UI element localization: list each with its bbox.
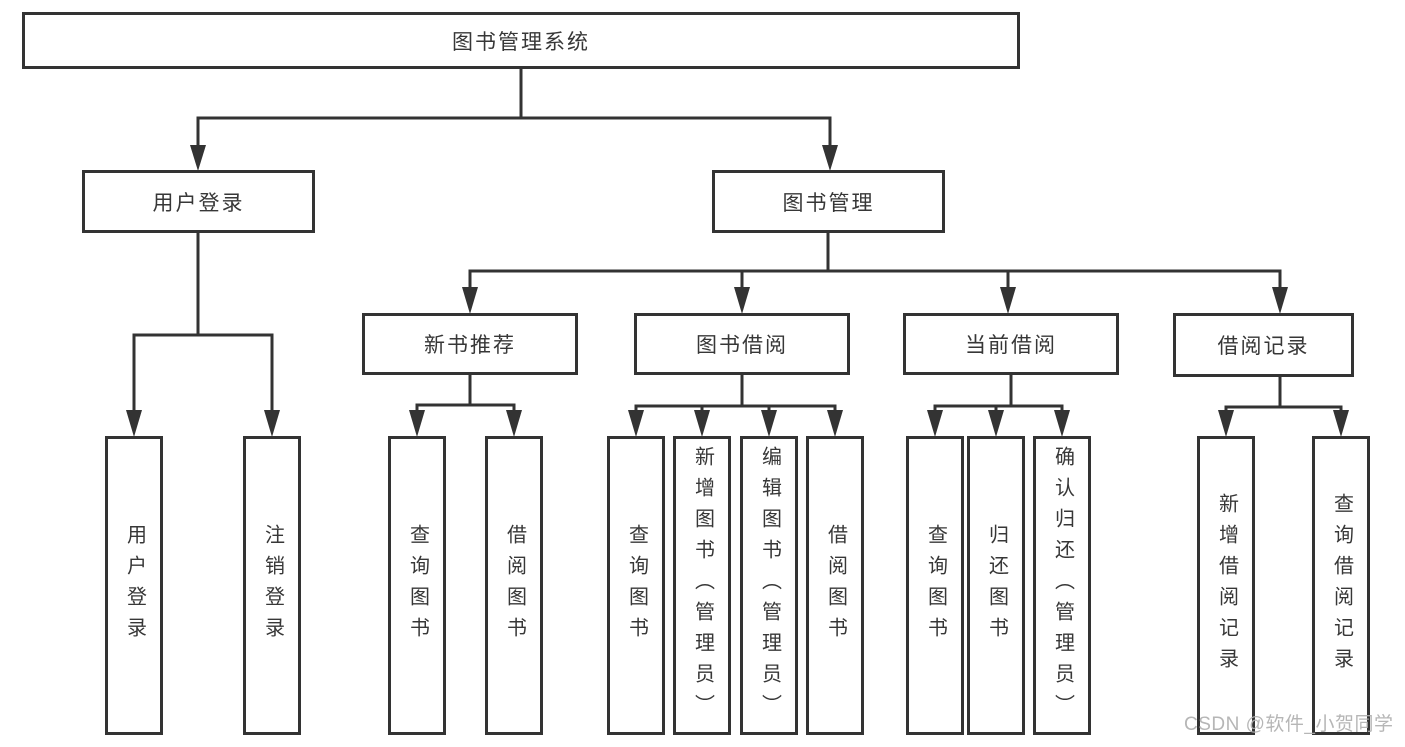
leaf-current-confirm-return-admin: 确认归还（管理员） xyxy=(1033,436,1091,735)
leaf-current-query-books: 查询图书 xyxy=(906,436,964,735)
node-book-borrow: 图书借阅 xyxy=(634,313,850,375)
node-book-borrow-label: 图书借阅 xyxy=(696,334,788,357)
connector-recommend-to-leaves xyxy=(409,375,522,437)
leaf-user-login-label: 用户登录 xyxy=(123,523,146,648)
leaf-borrow-edit-books-admin: 编辑图书（管理员） xyxy=(740,436,798,735)
leaf-logout-label: 注销登录 xyxy=(261,523,284,648)
connector-current-to-leaves xyxy=(927,375,1070,437)
leaf-logout: 注销登录 xyxy=(243,436,301,735)
leaf-borrow-borrow-books: 借阅图书 xyxy=(806,436,864,735)
node-new-book-recommend: 新书推荐 xyxy=(362,313,578,375)
leaf-recommend-borrow-books-label: 借阅图书 xyxy=(503,523,526,648)
leaf-recommend-borrow-books: 借阅图书 xyxy=(485,436,543,735)
node-new-book-recommend-label: 新书推荐 xyxy=(424,334,516,357)
leaf-records-add-record: 新增借阅记录 xyxy=(1197,436,1255,735)
leaf-records-query-record-label: 查询借阅记录 xyxy=(1330,492,1353,679)
leaf-records-add-record-label: 新增借阅记录 xyxy=(1215,492,1238,679)
node-borrow-records: 借阅记录 xyxy=(1173,313,1354,377)
connector-bookmgmt-to-level3 xyxy=(462,233,1288,314)
node-library-system: 图书管理系统 xyxy=(22,12,1020,69)
connector-root-to-level2 xyxy=(190,68,838,171)
leaf-user-login: 用户登录 xyxy=(105,436,163,735)
leaf-borrow-query-books: 查询图书 xyxy=(607,436,665,735)
node-user-login-label: 用户登录 xyxy=(152,191,245,215)
connector-borrow-to-leaves xyxy=(628,375,843,437)
connector-userlogin-to-leaves xyxy=(126,233,280,437)
leaf-current-return-books: 归还图书 xyxy=(967,436,1025,735)
node-library-system-label: 图书管理系统 xyxy=(452,30,590,54)
leaf-borrow-add-books-admin-label: 新增图书（管理员） xyxy=(691,446,714,725)
leaf-borrow-borrow-books-label: 借阅图书 xyxy=(824,523,847,648)
leaf-borrow-add-books-admin: 新增图书（管理员） xyxy=(673,436,731,735)
connector-records-to-leaves xyxy=(1218,377,1349,437)
leaf-recommend-query-books-label: 查询图书 xyxy=(406,523,429,648)
leaf-borrow-query-books-label: 查询图书 xyxy=(625,523,648,648)
leaf-current-query-books-label: 查询图书 xyxy=(924,523,947,648)
node-current-borrow-label: 当前借阅 xyxy=(965,334,1057,357)
leaf-recommend-query-books: 查询图书 xyxy=(388,436,446,735)
node-borrow-records-label: 借阅记录 xyxy=(1217,335,1310,358)
leaf-current-return-books-label: 归还图书 xyxy=(985,523,1008,648)
csdn-watermark: CSDN @软件_小贺同学 xyxy=(1184,714,1394,735)
leaf-borrow-edit-books-admin-label: 编辑图书（管理员） xyxy=(758,446,781,725)
node-book-management-label: 图书管理 xyxy=(782,191,875,215)
node-user-login: 用户登录 xyxy=(82,170,315,233)
node-book-management: 图书管理 xyxy=(712,170,945,233)
leaf-current-confirm-return-admin-label: 确认归还（管理员） xyxy=(1051,446,1074,725)
node-current-borrow: 当前借阅 xyxy=(903,313,1119,375)
leaf-records-query-record: 查询借阅记录 xyxy=(1312,436,1370,735)
